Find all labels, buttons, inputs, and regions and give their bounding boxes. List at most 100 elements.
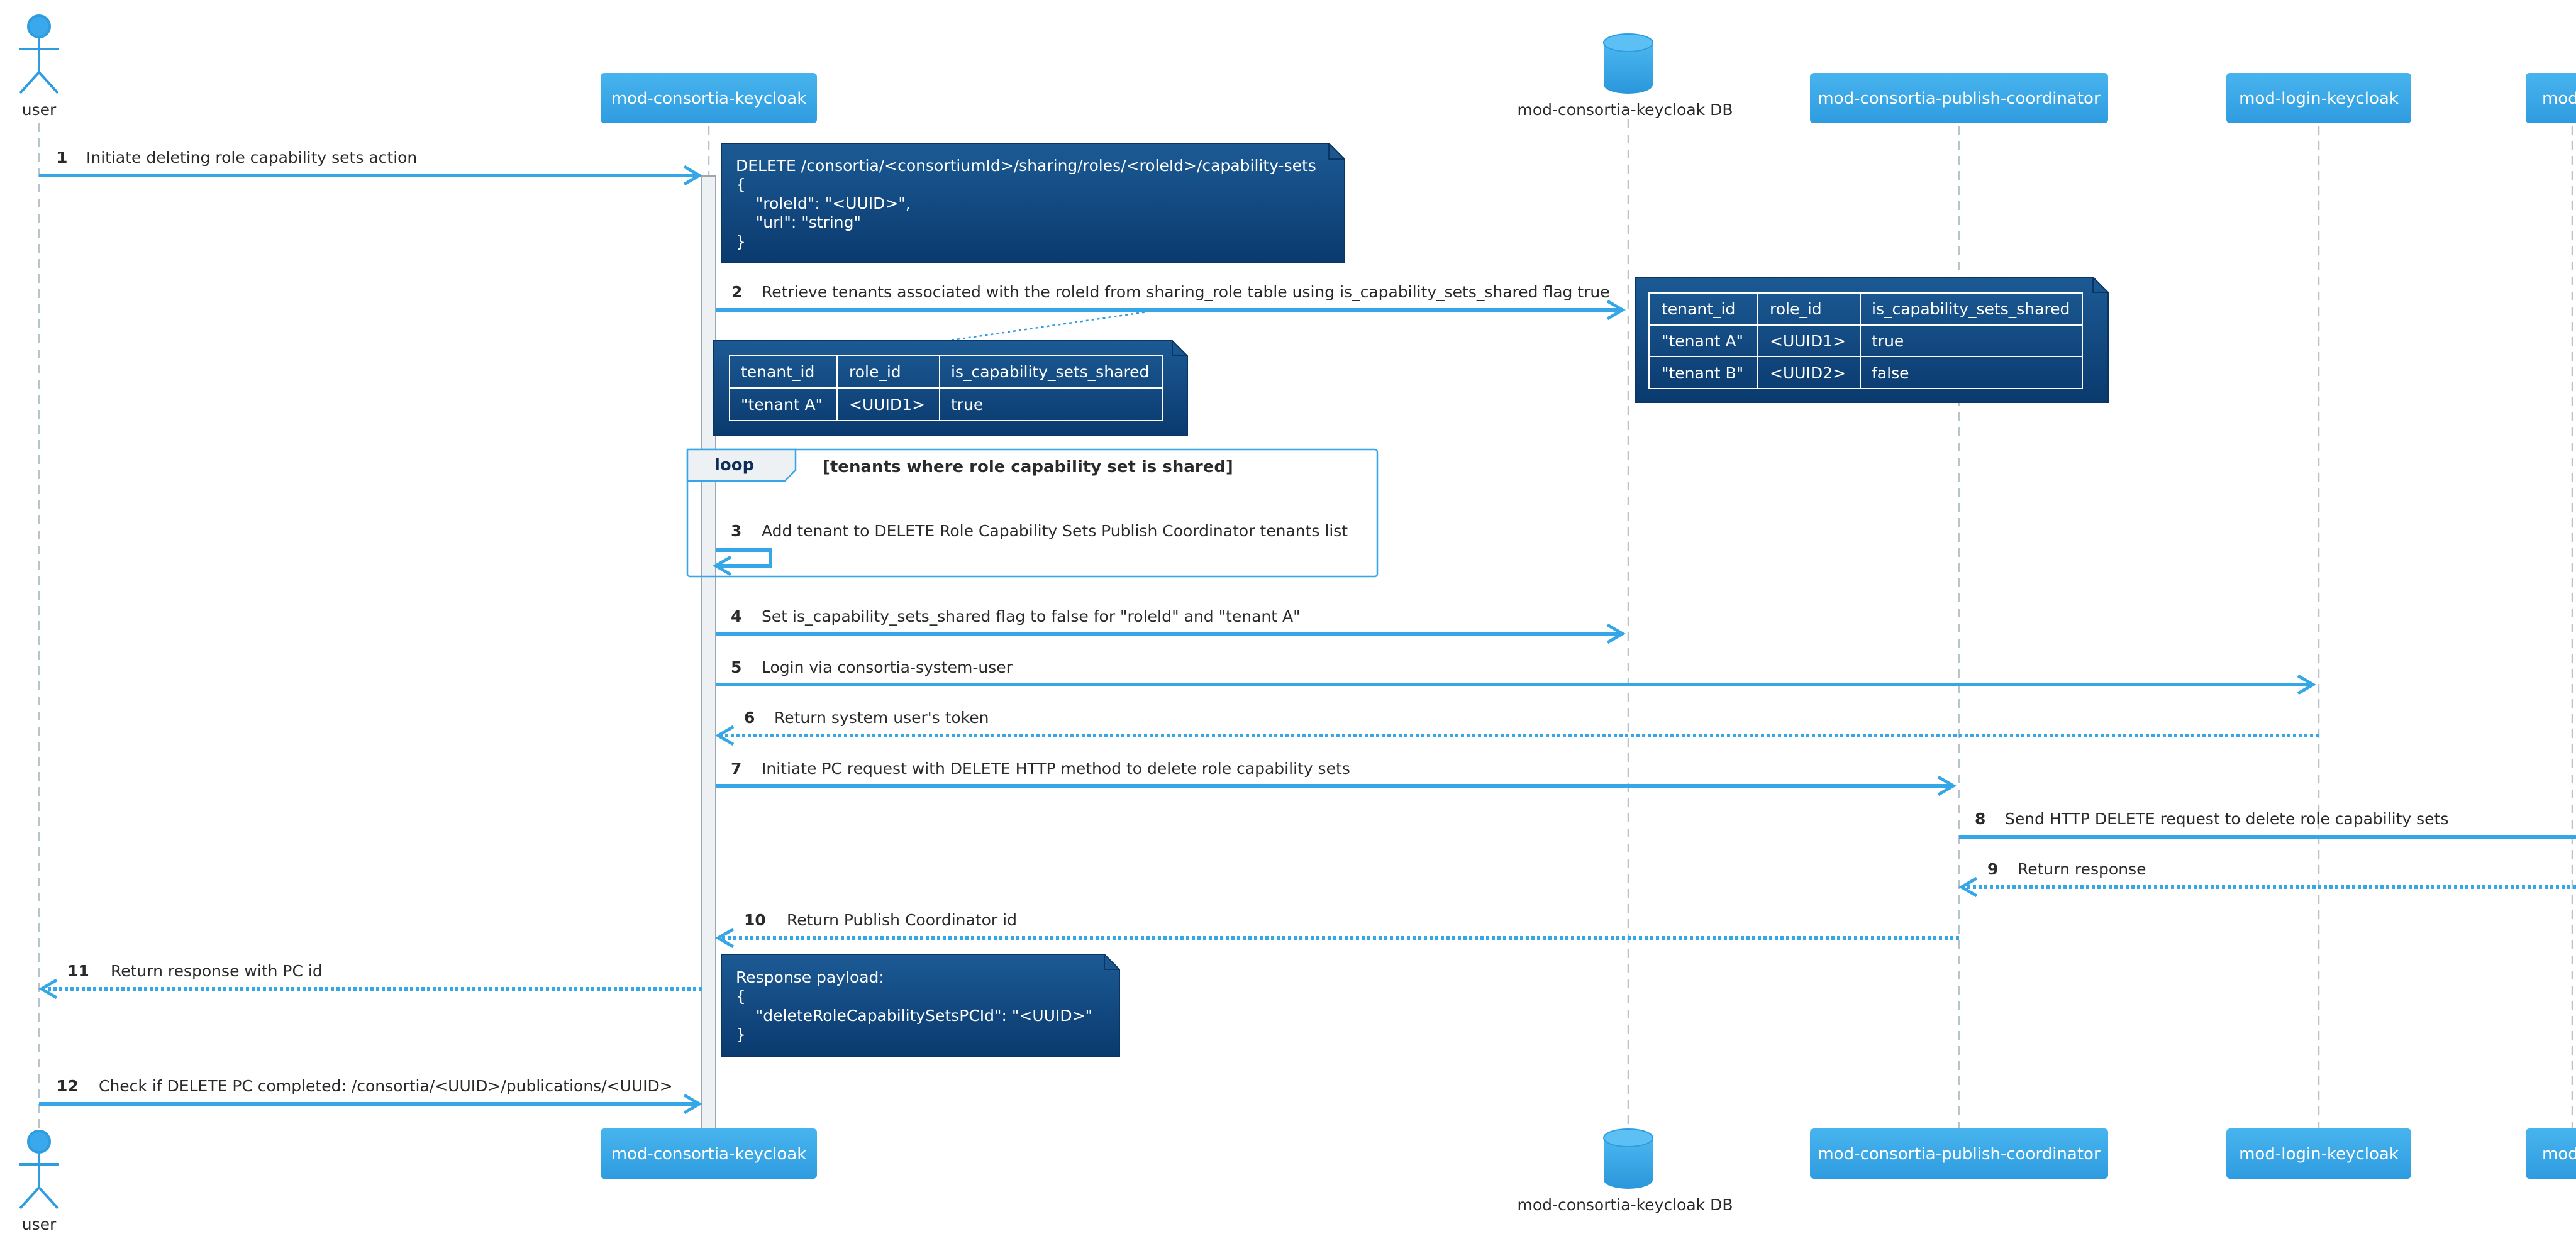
participant-label: mod-login-keycloak xyxy=(2239,1145,2399,1164)
message-label: Return Publish Coordinator id xyxy=(787,911,1017,929)
result-table xyxy=(729,355,1163,421)
loop-keyword: loop xyxy=(714,456,754,475)
message-number: 10 xyxy=(744,911,766,929)
note-line: "deleteRoleCapabilitySetsPCId": "<UUID>" xyxy=(736,1006,1092,1025)
loop-condition: [tenants where role capability set is sh… xyxy=(823,458,1233,477)
message-number: 4 xyxy=(731,607,741,626)
table-cell: "tenant B" xyxy=(1662,364,1743,382)
participant-keycloak-top: mod-consortia-keycloak xyxy=(601,73,817,123)
message-6: 6 Return system user's token xyxy=(715,708,2319,746)
note-response: Response payload: { "deleteRoleCapabilit… xyxy=(721,954,1120,1057)
message-4: 4 Set is_capability_sets_shared flag to … xyxy=(716,607,1626,644)
table-header: tenant_id xyxy=(1662,300,1735,318)
table-cell: "tenant A" xyxy=(1662,332,1743,350)
database-icon xyxy=(1603,1128,1653,1189)
participant-label: user xyxy=(22,1215,57,1233)
message-3: 3 Add tenant to DELETE Role Capability S… xyxy=(713,522,1348,576)
note-line: DELETE /consortia/<consortiumId>/sharing… xyxy=(736,157,1316,175)
note-db-table: tenant_id role_id is_capability_sets_sha… xyxy=(1635,277,2109,403)
activation-bar xyxy=(701,175,716,1129)
participant-login-bottom: mod-login-keycloak xyxy=(2226,1128,2411,1179)
message-1: 1 Initiate deleting role capability sets… xyxy=(39,148,702,186)
participant-extra-bottom: mod xyxy=(2526,1128,2576,1179)
table-cell: false xyxy=(1872,364,1909,382)
participant-label: mod-consortia-keycloak DB xyxy=(1517,1196,1733,1214)
participant-label: mod-consortia-publish-coordinator xyxy=(1818,1145,2101,1164)
message-5: 5 Login via consortia-system-user xyxy=(716,658,2316,695)
message-number: 12 xyxy=(57,1077,79,1095)
table-cell: <UUID1> xyxy=(1770,332,1846,350)
message-label: Return response xyxy=(2018,860,2146,878)
participant-label: user xyxy=(22,101,57,119)
message-number: 8 xyxy=(1975,810,1985,828)
table-cell: <UUID1> xyxy=(849,395,925,414)
table-header: role_id xyxy=(849,363,901,381)
note-line: } xyxy=(736,1025,746,1044)
note-line: "url": "string" xyxy=(736,213,861,231)
message-number: 7 xyxy=(731,759,741,778)
note-line: Response payload: xyxy=(736,968,884,986)
message-8: 8 Send HTTP DELETE request to delete rol… xyxy=(1959,810,2576,839)
table-cell: true xyxy=(1872,332,1904,350)
participant-user-top: user xyxy=(19,14,59,119)
message-9: 9 Return response xyxy=(1958,860,2576,898)
message-label: Check if DELETE PC completed: /consortia… xyxy=(99,1077,673,1095)
participant-user-bottom: user xyxy=(19,1130,59,1233)
note-connector xyxy=(951,309,1161,341)
participant-label: mod-consortia-publish-coordinator xyxy=(1818,89,2101,108)
message-11: 11 Return response with PC id xyxy=(38,962,702,1000)
message-label: Return system user's token xyxy=(774,708,989,727)
lifelines xyxy=(38,119,2573,1128)
note-line: { xyxy=(736,987,746,1005)
actor-icon xyxy=(19,14,59,94)
participant-label: mod-login-keycloak xyxy=(2239,89,2399,108)
message-label: Initiate PC request with DELETE HTTP met… xyxy=(762,759,1350,778)
table-cell: <UUID2> xyxy=(1770,364,1846,382)
table-header: role_id xyxy=(1770,300,1822,318)
loop-fragment: loop [tenants where role capability set … xyxy=(686,448,1379,578)
participant-label: mod-consortia-keycloak DB xyxy=(1517,101,1733,119)
actor-icon xyxy=(19,1130,59,1210)
table-header: tenant_id xyxy=(741,363,814,381)
participant-pc-bottom: mod-consortia-publish-coordinator xyxy=(1810,1128,2108,1179)
note-result-table: tenant_id role_id is_capability_sets_sha… xyxy=(713,340,1188,436)
message-label: Login via consortia-system-user xyxy=(762,658,1013,676)
table-cell: "tenant A" xyxy=(741,395,823,414)
message-7: 7 Initiate PC request with DELETE HTTP m… xyxy=(716,759,1957,797)
participant-label: mod xyxy=(2542,1145,2576,1164)
message-number: 5 xyxy=(731,658,741,676)
message-number: 2 xyxy=(731,283,742,301)
note-request: DELETE /consortia/<consortiumId>/sharing… xyxy=(721,143,1345,263)
db-table xyxy=(1648,292,2083,389)
message-number: 1 xyxy=(57,148,67,167)
table-header: is_capability_sets_shared xyxy=(1872,300,2070,318)
participant-label: mod-consortia-keycloak xyxy=(611,89,807,108)
participant-pc-top: mod-consortia-publish-coordinator xyxy=(1810,73,2108,123)
participant-db-top: mod-consortia-keycloak DB xyxy=(1517,33,1733,119)
message-10: 10 Return Publish Coordinator id xyxy=(715,911,1959,949)
message-label: Return response with PC id xyxy=(111,962,323,980)
note-line: { xyxy=(736,175,746,194)
participant-label: mod-consortia-keycloak xyxy=(611,1145,807,1164)
message-number: 9 xyxy=(1987,860,1998,878)
message-12: 12 Check if DELETE PC completed: /consor… xyxy=(39,1077,702,1115)
message-label: Retrieve tenants associated with the rol… xyxy=(762,283,1610,301)
message-number: 11 xyxy=(67,962,89,980)
participant-keycloak-bottom: mod-consortia-keycloak xyxy=(601,1128,817,1179)
note-line: "roleId": "<UUID>", xyxy=(736,194,911,212)
database-icon xyxy=(1603,33,1653,94)
table-header: is_capability_sets_shared xyxy=(951,363,1149,381)
table-cell: true xyxy=(951,395,983,414)
message-label: Set is_capability_sets_shared flag to fa… xyxy=(762,607,1301,626)
message-number: 6 xyxy=(744,708,755,727)
participant-login-top: mod-login-keycloak xyxy=(2226,73,2411,123)
participant-extra-top: mod xyxy=(2526,73,2576,123)
note-line: } xyxy=(736,233,746,251)
participant-db-bottom: mod-consortia-keycloak DB xyxy=(1517,1128,1733,1214)
message-label: Initiate deleting role capability sets a… xyxy=(86,148,417,167)
message-label: Send HTTP DELETE request to delete role … xyxy=(2005,810,2448,828)
message-label: Add tenant to DELETE Role Capability Set… xyxy=(762,522,1348,540)
message-number: 3 xyxy=(731,522,741,540)
message-2: 2 Retrieve tenants associated with the r… xyxy=(716,283,1626,321)
